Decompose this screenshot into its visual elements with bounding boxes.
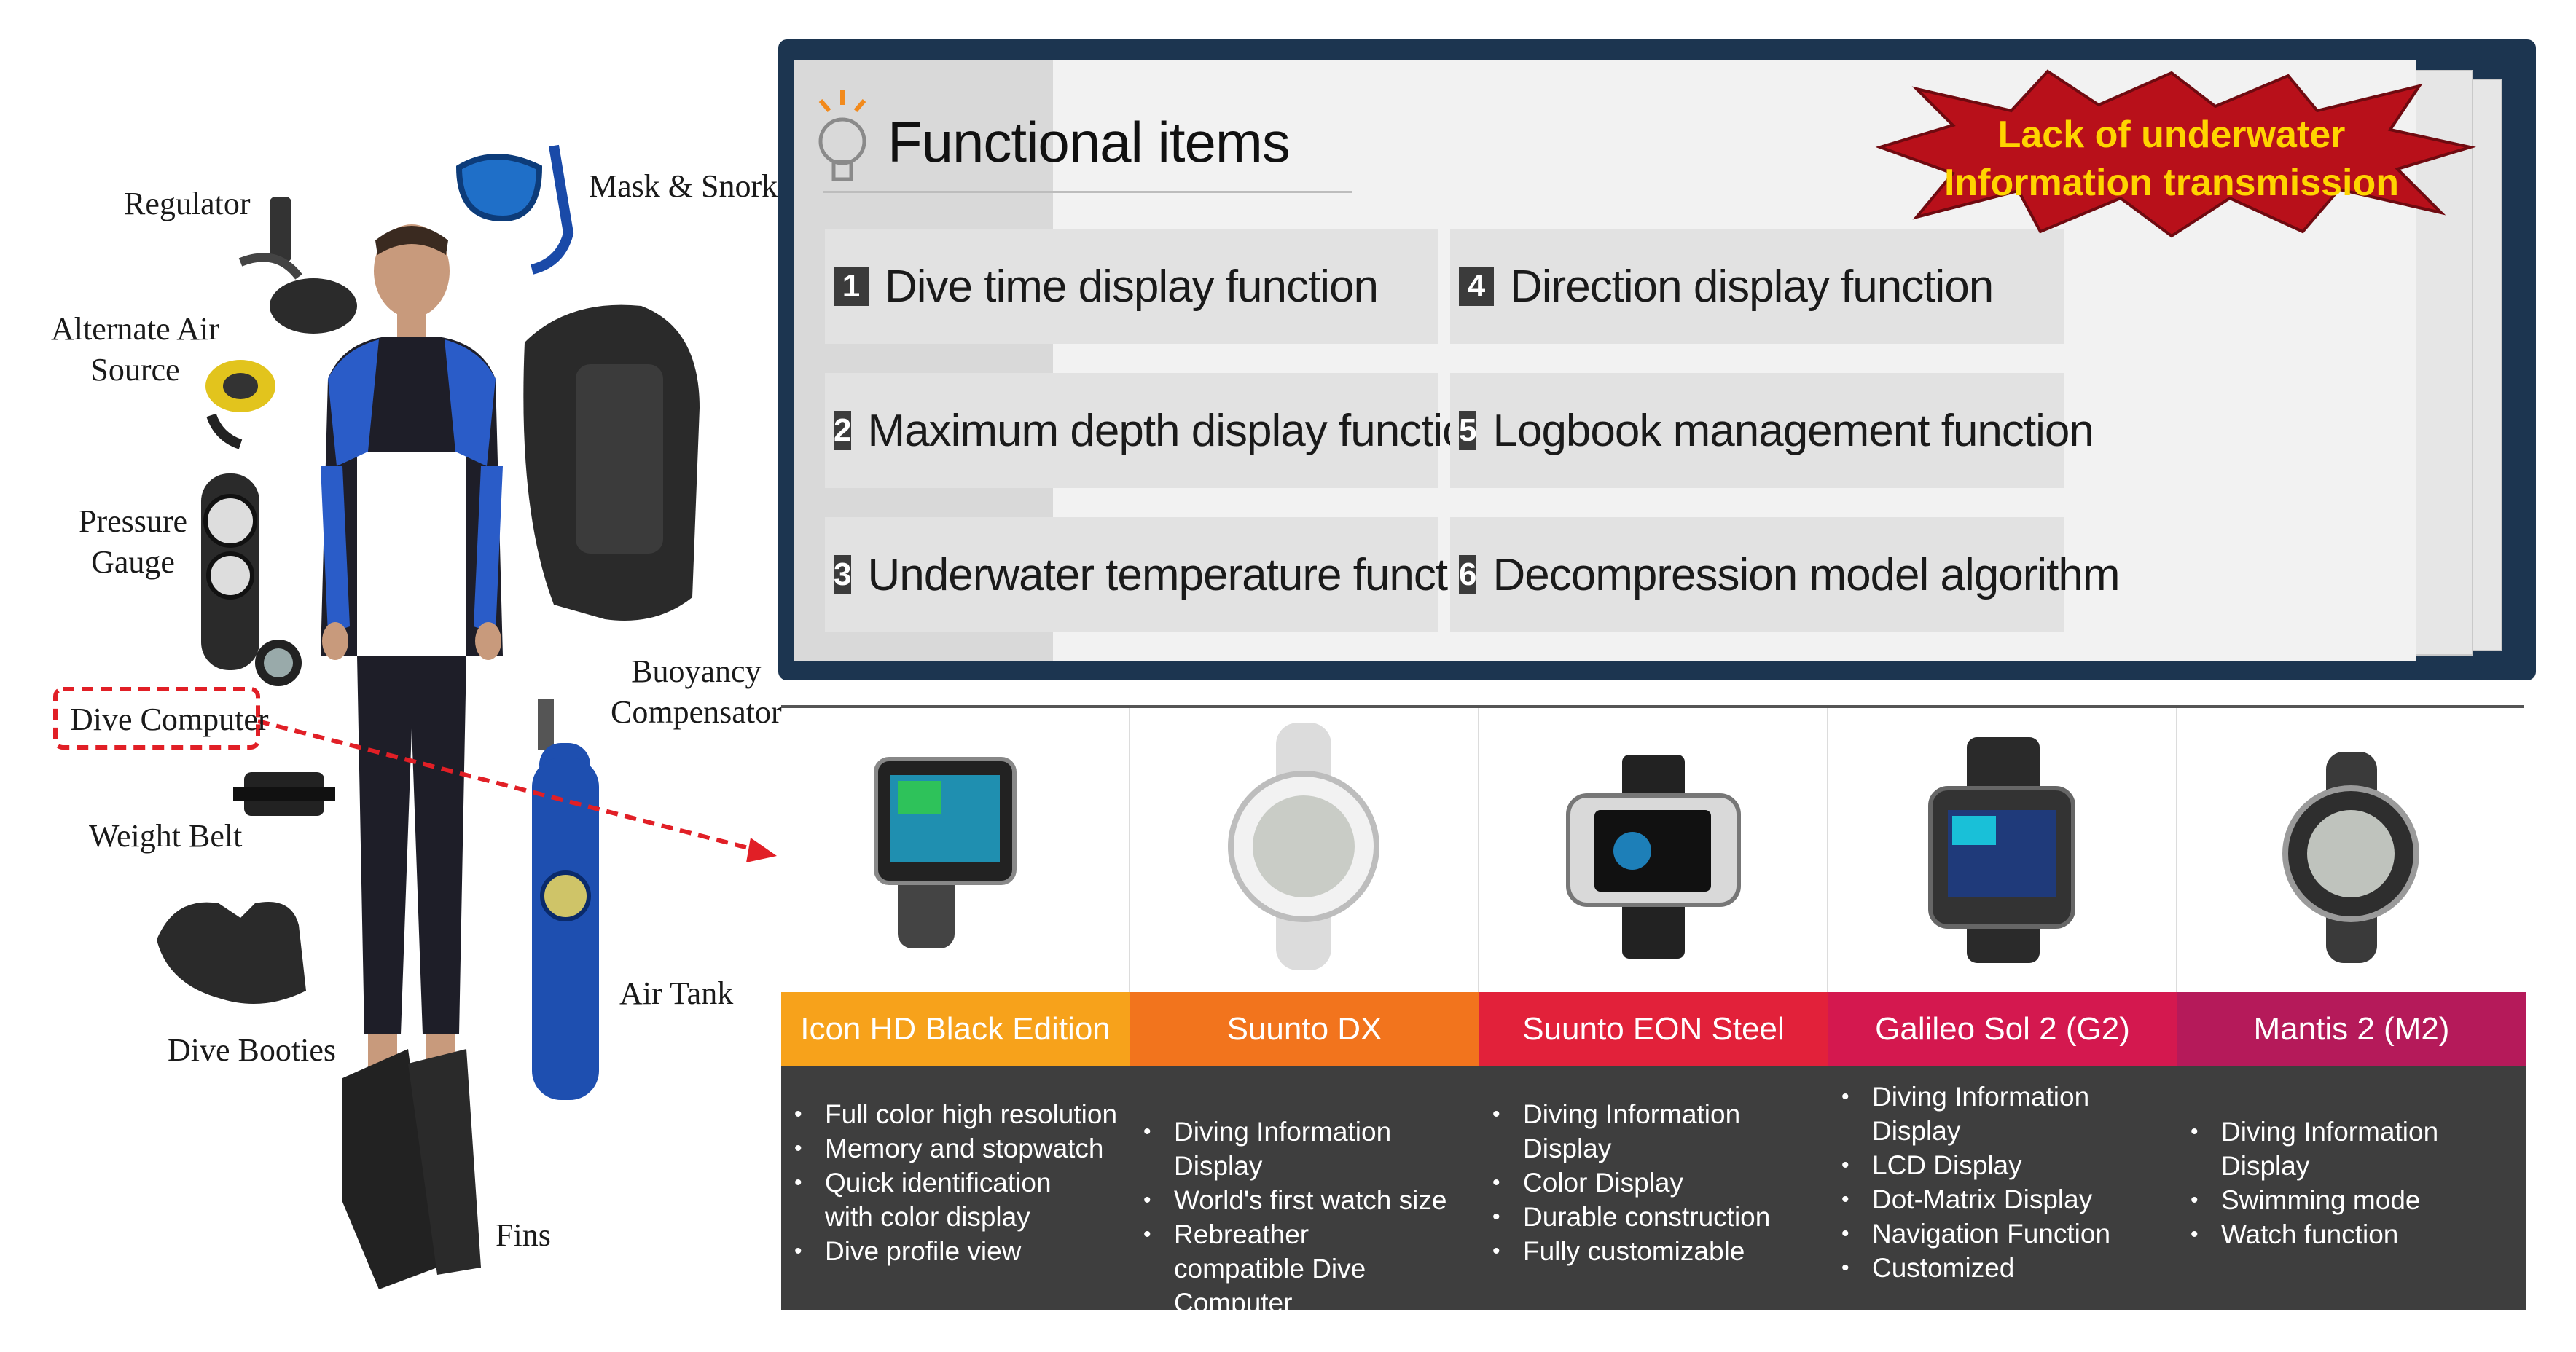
column-divider [1478, 708, 1479, 992]
highlight-arrowhead [746, 838, 777, 862]
suunto-eon-steel-image [1566, 755, 1741, 959]
burst-callout-text: Lack of underwater Information transmiss… [1943, 114, 2400, 204]
icon-hd-watch-image [874, 757, 1017, 948]
diving-gear-illustration [53, 144, 777, 1289]
table-top-rule [781, 705, 2524, 708]
function-label: Underwater temperature function [867, 549, 1506, 600]
diver-figure [321, 224, 503, 1093]
panel-title: Functional items [888, 110, 1291, 174]
feature-item: Fully customizable [1479, 1234, 1828, 1268]
feature-item: Rebreather compatible Dive Computer [1130, 1217, 1436, 1320]
feature-item: Diving Information Display [1479, 1097, 1763, 1166]
feature-item: Diving Information Display [2177, 1115, 2476, 1183]
function-label: Direction display function [1510, 261, 1994, 312]
function-item-1: 1 Dive time display function [825, 229, 1438, 344]
dive-booties-image [157, 902, 306, 1004]
pressure-gauge-image [201, 473, 259, 670]
feature-item: Quick identification with color display [781, 1166, 1102, 1234]
product-features: Diving Information Display Swimming mode… [2177, 1066, 2526, 1310]
mantis-watch-image [2282, 752, 2419, 963]
feature-item: Memory and stopwatch [781, 1131, 1130, 1166]
product-name: Mantis 2 (M2) [2177, 992, 2526, 1066]
highlight-arrow-line [257, 719, 766, 854]
function-number: 4 [1459, 267, 1494, 306]
label-dive-computer: Dive Computer [70, 701, 269, 737]
column-divider [1827, 708, 1828, 992]
function-label: Logbook management function [1492, 405, 2094, 456]
starburst-callout [1875, 69, 2476, 238]
feature-item: Customized [1828, 1251, 2177, 1285]
column-divider [1129, 708, 1130, 992]
fins-image [342, 1049, 481, 1289]
product-name: Icon HD Black Edition [781, 992, 1130, 1066]
product-features: Full color high resolution Memory and st… [781, 1066, 1130, 1310]
feature-item: Watch function [2177, 1217, 2526, 1251]
feature-item: Diving Information Display [1130, 1115, 1479, 1183]
function-number: 5 [1459, 411, 1477, 450]
function-item-3: 3 Underwater temperature function [825, 517, 1506, 632]
dive-computer-image [255, 640, 302, 686]
label-dive-booties: Dive Booties [168, 1032, 336, 1068]
function-number: 2 [834, 411, 852, 450]
function-item-6: 6 Decompression model algorithm [1450, 517, 2121, 632]
feature-item: World's first watch size [1130, 1183, 1479, 1217]
regulator-image [238, 197, 357, 334]
label-alternate-air-source: Alternate Air Source [51, 311, 219, 388]
product-card-mantis: Mantis 2 (M2) Diving Information Display… [2177, 708, 2526, 1310]
label-pressure-gauge: Pressure Gauge [79, 503, 188, 580]
function-label: Dive time display function [885, 261, 1379, 312]
feature-item: Color Display [1479, 1166, 1828, 1200]
feature-item: Durable construction [1479, 1200, 1828, 1234]
feature-item: Dot-Matrix Display [1828, 1182, 2177, 1217]
product-features: Diving Information Display World's first… [1130, 1066, 1479, 1318]
suunto-dx-watch-image [1228, 723, 1379, 970]
product-card-suunto-eon: Suunto EON Steel Diving Information Disp… [1479, 708, 1828, 1310]
function-number: 6 [1459, 555, 1477, 594]
label-weight-belt: Weight Belt [89, 818, 243, 854]
lightbulb-icon [818, 90, 866, 181]
function-item-2: 2 Maximum depth display function [825, 373, 1492, 488]
mask-snorkel-image [455, 144, 574, 275]
feature-item: Swimming mode [2177, 1183, 2526, 1217]
title-underline [823, 191, 1352, 193]
feature-item: Diving Information Display [1828, 1080, 2113, 1148]
galileo-sol-image [1928, 737, 2075, 963]
feature-item: Dive profile view [781, 1234, 1130, 1268]
label-air-tank: Air Tank [619, 975, 734, 1011]
label-buoyancy-compensator: Buoyancy Compensator [611, 653, 782, 730]
product-features: Diving Information Display LCD Display D… [1828, 1066, 2177, 1310]
label-mask-snorkel: Mask & Snorkel [589, 168, 801, 204]
product-card-suunto-dx: Suunto DX Diving Information Display Wor… [1130, 708, 1479, 1318]
weight-belt-image [233, 772, 335, 816]
product-name: Suunto DX [1130, 992, 1479, 1066]
feature-item: Navigation Function [1828, 1217, 2177, 1251]
air-tank-image [532, 699, 599, 1100]
function-item-4: 4 Direction display function [1450, 229, 2064, 344]
product-name: Suunto EON Steel [1479, 992, 1828, 1066]
product-card-galileo: Galileo Sol 2 (G2) Diving Information Di… [1828, 708, 2177, 1310]
product-features: Diving Information Display Color Display… [1479, 1066, 1828, 1310]
alternate-air-source-image [205, 360, 275, 449]
function-number: 3 [834, 555, 852, 594]
function-label: Maximum depth display function [867, 405, 1492, 456]
label-regulator: Regulator [124, 186, 251, 221]
feature-item: LCD Display [1828, 1148, 2177, 1182]
function-number: 1 [834, 267, 869, 306]
function-label: Decompression model algorithm [1492, 549, 2120, 600]
buoyancy-compensator-image [523, 304, 700, 621]
feature-item: Full color high resolution [781, 1097, 1130, 1131]
dive-computer-highlight [53, 687, 260, 750]
product-name: Galileo Sol 2 (G2) [1828, 992, 2177, 1066]
product-card-icon-hd: Icon HD Black Edition Full color high re… [781, 708, 1130, 1310]
function-item-5: 5 Logbook management function [1450, 373, 2094, 488]
label-fins: Fins [496, 1217, 551, 1253]
column-divider [2176, 708, 2177, 992]
